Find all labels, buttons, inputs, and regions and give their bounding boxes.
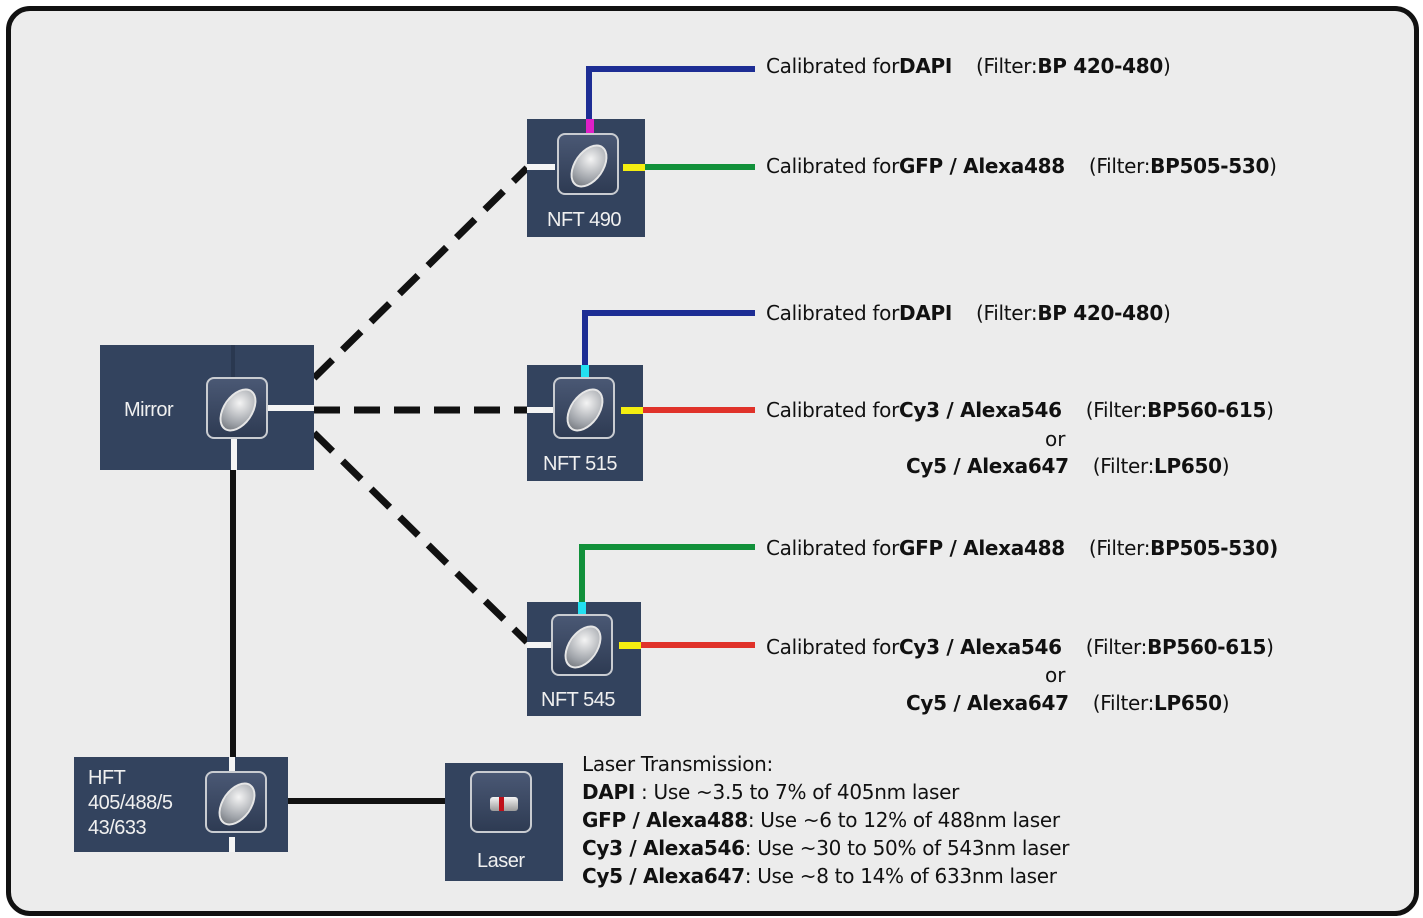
- beam-nft490-dapi: [586, 66, 755, 119]
- hft-label-line3: 43/633: [88, 817, 147, 839]
- beam-mirror-to-nft545: [311, 430, 530, 645]
- hft-lens-icon: [205, 771, 267, 833]
- nft515-box: NFT 515: [527, 365, 643, 481]
- nft545-box: NFT 545: [527, 602, 641, 716]
- nft515-label: NFT 515: [543, 453, 617, 475]
- channel-nft515-cy5: Cy5 / Alexa647(Filter: LP650): [906, 454, 1230, 478]
- transmission-row: Cy5 / Alexa647: Use ~8 to 14% of 633nm l…: [582, 864, 1057, 888]
- channel-nft545-cy5: Cy5 / Alexa647(Filter: LP650): [906, 691, 1230, 715]
- channel-nft515-dapi: Calibrated for DAPI(Filter: BP 420-480): [766, 301, 1171, 325]
- beam-nft515-dapi: [582, 310, 755, 365]
- hft-label-line2: 405/488/5: [88, 792, 173, 814]
- channel-nft545-cy3: Calibrated for Cy3 / Alexa546(Filter: BP…: [766, 635, 1274, 659]
- beam-mirror-to-nft490: [311, 165, 530, 381]
- mirror-lens-icon: [206, 377, 268, 439]
- transmission-title: Laser Transmission:: [582, 752, 773, 776]
- nft490-lens-icon: [557, 133, 619, 195]
- channel-nft490-dapi: Calibrated for DAPI(Filter: BP 420-480): [766, 54, 1171, 78]
- nft490-box: NFT 490: [527, 119, 645, 237]
- hft-box: HFT 405/488/5 43/633: [74, 757, 288, 852]
- nft515-lens-icon: [553, 377, 615, 439]
- nft545-lens-icon: [551, 614, 613, 676]
- channel-nft545-gfp: Calibrated for GFP / Alexa488(Filter: BP…: [766, 536, 1278, 560]
- transmission-row: Cy3 / Alexa546: Use ~30 to 50% of 543nm …: [582, 836, 1070, 860]
- or-label-nft545: or: [1045, 663, 1066, 687]
- or-label-nft515: or: [1045, 427, 1066, 451]
- laser-tube-icon: [470, 771, 532, 833]
- laser-box: Laser: [445, 763, 563, 881]
- laser-label: Laser: [477, 850, 525, 872]
- channel-nft515-cy3: Calibrated for Cy3 / Alexa546(Filter: BP…: [766, 398, 1274, 422]
- mirror-label: Mirror: [124, 399, 174, 421]
- mirror-box: Mirror: [100, 345, 314, 470]
- channel-nft490-gfp: Calibrated for GFP / Alexa488(Filter: BP…: [766, 154, 1277, 178]
- nft490-label: NFT 490: [547, 209, 621, 231]
- transmission-row: GFP / Alexa488: Use ~6 to 12% of 488nm l…: [582, 808, 1060, 832]
- laser-transmission-block: Laser Transmission: DAPI : Use ~3.5 to 7…: [582, 750, 1069, 890]
- nft545-label: NFT 545: [541, 689, 615, 711]
- transmission-row: DAPI : Use ~3.5 to 7% of 405nm laser: [582, 780, 960, 804]
- beam-nft545-gfp: [579, 544, 755, 602]
- hft-label-line1: HFT: [88, 767, 126, 789]
